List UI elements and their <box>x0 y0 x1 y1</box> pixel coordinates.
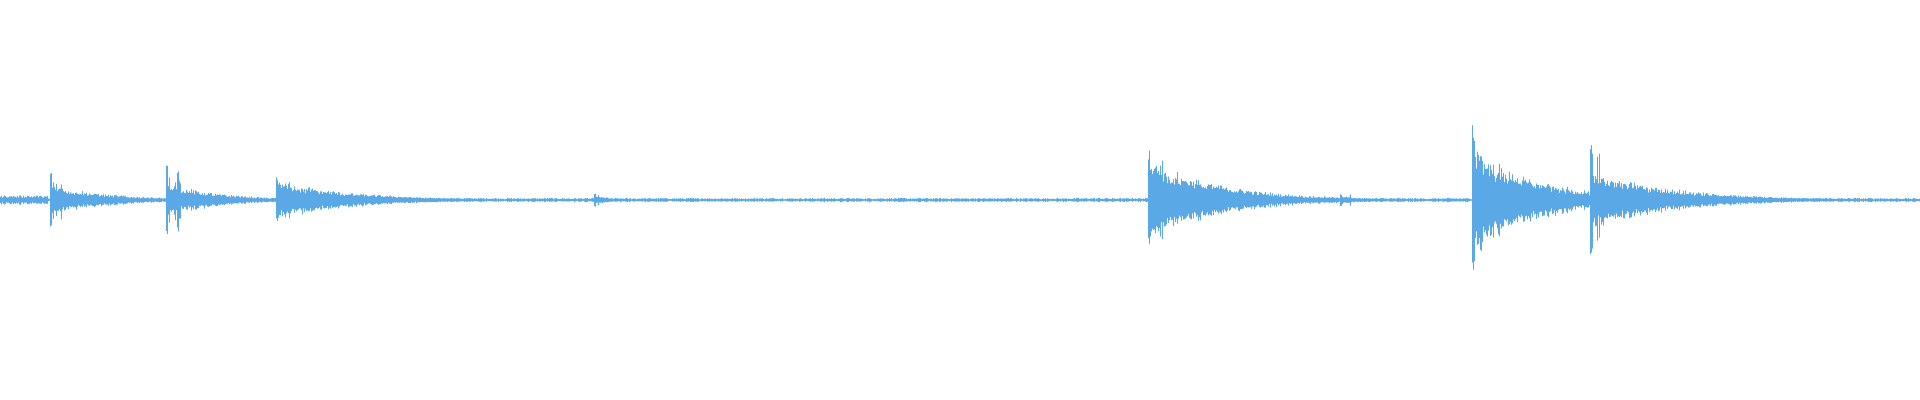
waveform-bars <box>0 125 1920 270</box>
